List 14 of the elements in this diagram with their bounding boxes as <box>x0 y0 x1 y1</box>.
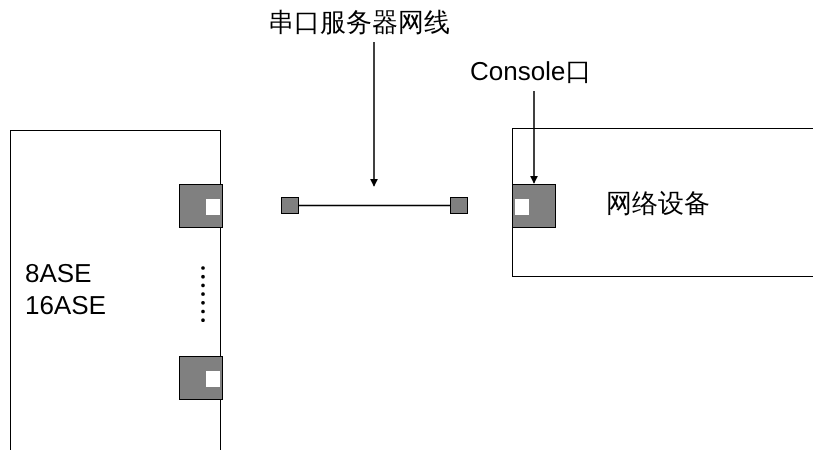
network-device-box <box>512 128 813 277</box>
device-label: 8ASE 16ASE <box>25 257 107 321</box>
cable-connector <box>281 197 299 214</box>
console-port <box>512 184 556 228</box>
port-label: Console口 <box>470 55 600 89</box>
device-label: 网络设备 <box>606 187 710 219</box>
cable-label: 串口服务器网线 <box>268 6 480 40</box>
serial-port <box>179 356 223 400</box>
cable-line <box>299 204 450 206</box>
arrow <box>370 42 378 187</box>
serial-port <box>179 184 223 228</box>
cable-connector <box>450 197 468 214</box>
arrow <box>530 91 538 184</box>
serial-server-box <box>10 130 221 450</box>
